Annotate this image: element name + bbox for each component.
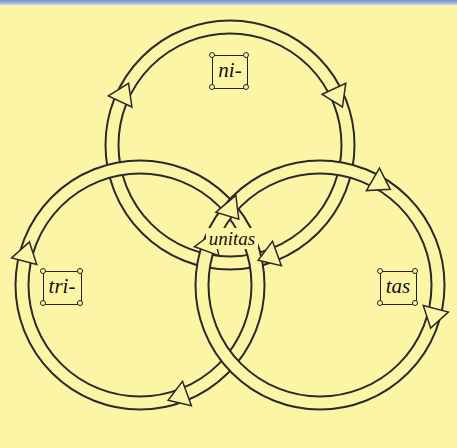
- title-bar: [0, 0, 457, 5]
- corner-dot: [377, 300, 383, 306]
- corner-dot: [40, 300, 46, 306]
- center-label: unitas: [206, 228, 258, 249]
- node-text: tri-: [45, 272, 80, 302]
- corner-dot: [243, 52, 249, 58]
- corner-dot: [209, 52, 215, 58]
- corner-dot: [77, 300, 83, 306]
- node-text: tas: [382, 272, 415, 302]
- suffix-box: tas: [380, 271, 417, 305]
- corner-dot: [377, 268, 383, 274]
- node-text: ni-: [214, 56, 245, 86]
- corner-dot: [412, 300, 418, 306]
- corner-dot: [40, 268, 46, 274]
- prefix-box: tri-: [43, 271, 82, 305]
- corner-dot: [243, 84, 249, 90]
- corner-dot: [77, 268, 83, 274]
- prefix-box: ni-: [212, 55, 248, 89]
- corner-dot: [412, 268, 418, 274]
- corner-dot: [209, 84, 215, 90]
